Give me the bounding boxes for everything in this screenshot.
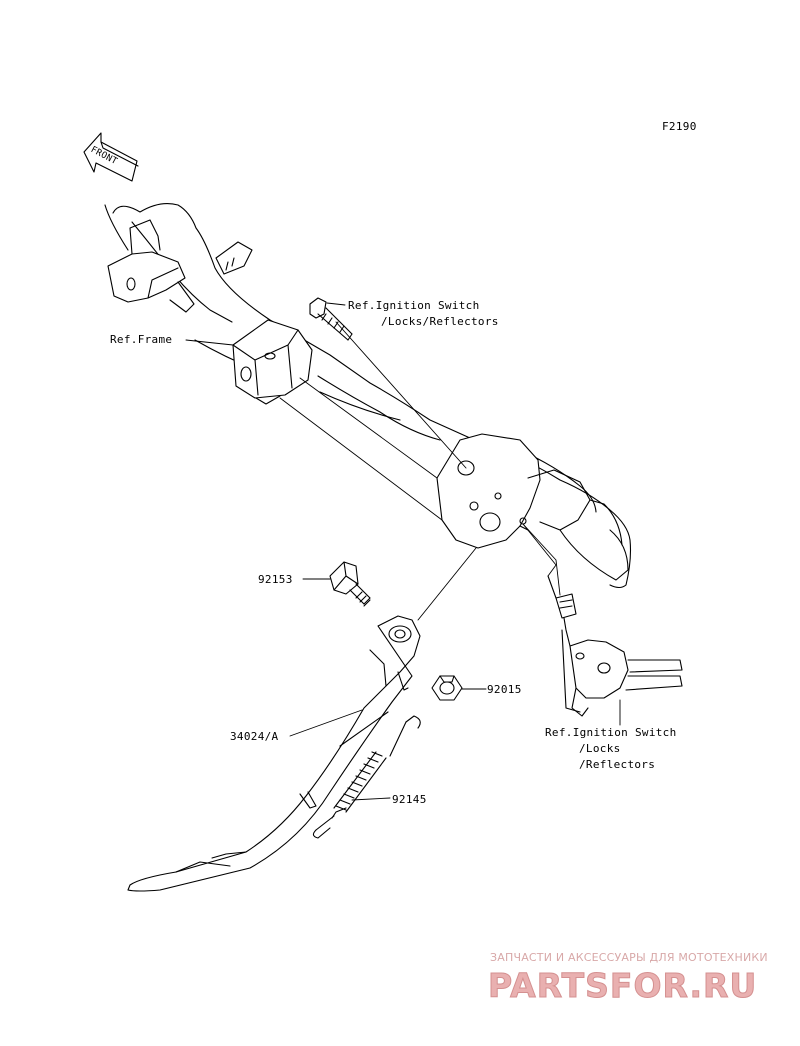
front-arrow-icon xyxy=(83,132,139,182)
stand-mount-plate xyxy=(436,433,629,581)
nut-92015 xyxy=(431,675,463,701)
part-92015-label: 92015 xyxy=(487,683,522,696)
ignition-ref-bottom-line2: /Locks xyxy=(579,742,621,755)
leader-lines xyxy=(185,302,621,801)
ignition-ref-bottom-line1: Ref.Ignition Switch xyxy=(545,726,677,739)
figure-code: F2190 xyxy=(662,120,697,133)
frame-bracket-block xyxy=(232,319,313,405)
part-34024a-label: 34024/A xyxy=(230,730,279,743)
part-92153-label: 92153 xyxy=(258,573,293,586)
ignition-switch-assembly xyxy=(547,575,683,717)
spring-92145 xyxy=(312,715,421,839)
part-92145-label: 92145 xyxy=(392,793,427,806)
ignition-ref-top-line1: Ref.Ignition Switch xyxy=(348,299,480,312)
side-stand xyxy=(127,615,421,892)
ignition-ref-top-line2: /Locks/Reflectors xyxy=(381,315,499,328)
watermark-logo: PARTSFOR.RU xyxy=(487,966,758,1006)
bolt-92153 xyxy=(329,561,371,607)
frame-tube xyxy=(104,203,632,589)
ignition-ref-bottom-line3: /Reflectors xyxy=(579,758,656,771)
watermark-tagline: ЗАПЧАСТИ И АКСЕССУАРЫ ДЛЯ МОТОТЕХНИКИ xyxy=(490,951,768,964)
ignition-ref-bolt xyxy=(309,297,353,341)
ref-frame-label: Ref.Frame xyxy=(110,333,173,346)
